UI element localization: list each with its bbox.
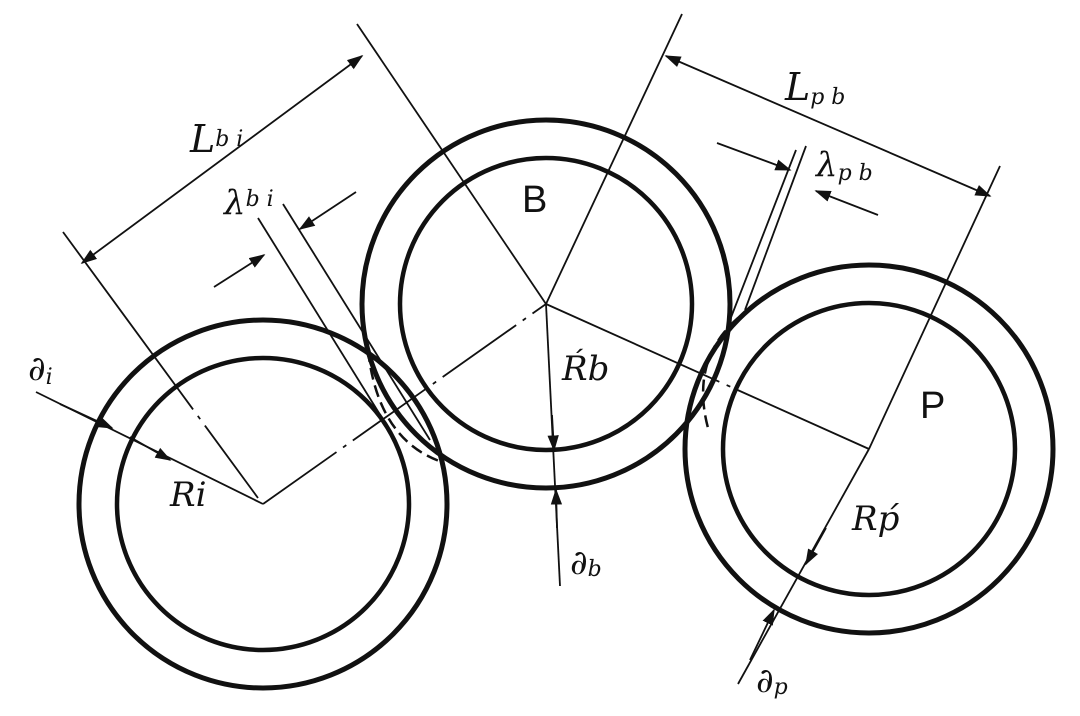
arrow-d-i: [59, 403, 114, 429]
overlap-arc-ib: [366, 349, 443, 464]
circle-p-inner: [720, 300, 1018, 598]
label-r-i: Ri: [169, 475, 206, 515]
label-b: B: [522, 179, 547, 221]
ext-line-b-left: [356, 23, 547, 305]
label-l-pb: Lp b: [784, 65, 845, 110]
ext-line-lpb-1: [729, 149, 797, 321]
arrow-r-i: [129, 436, 172, 461]
dim-line-lambda-bi-left: [213, 254, 266, 288]
center-line-b-p: [545, 303, 870, 450]
dim-line-lambda-pb-left: [716, 142, 792, 171]
dim-line-lpb: [664, 55, 992, 197]
circle-p: [682, 262, 1056, 636]
circle-b: [359, 117, 733, 491]
circle-b-outer: [359, 117, 733, 491]
circle-i-outer: [76, 317, 450, 691]
radius-line-p: [737, 448, 870, 685]
label-d-i: ∂i: [28, 349, 53, 390]
arrow-r-b: [547, 414, 559, 452]
label-d-b: ∂b: [570, 543, 602, 583]
label-l-bi: Lb i: [189, 117, 243, 161]
circle-b-inner: [397, 155, 695, 453]
label-lambda-bi: λb i: [222, 183, 274, 223]
arrow-d-b: [550, 488, 563, 529]
circle-i-inner: [114, 355, 412, 653]
dim-line-lbi: [80, 55, 364, 264]
ext-line-lbi-1: [257, 217, 393, 435]
circle-i: [76, 317, 450, 691]
label-d-p: ∂p: [756, 661, 788, 701]
circle-p-outer: [682, 262, 1056, 636]
label-r-b: Ŕb: [561, 348, 609, 389]
label-lambda-pb: λp b: [814, 145, 873, 186]
dim-line-lambda-pb-right: [814, 190, 879, 216]
ext-line-lbi-2: [282, 203, 431, 441]
overlap-arc-bp: [701, 317, 739, 429]
ext-line-i: [62, 231, 259, 499]
arrow-r-p: [805, 527, 827, 566]
ext-line-b-right: [545, 13, 683, 305]
ext-line-lpb-2: [744, 145, 807, 311]
ext-line-p: [868, 165, 1001, 450]
label-r-p: Rṕ: [851, 499, 900, 539]
dim-line-lambda-bi-right: [298, 191, 357, 230]
arrow-d-p: [749, 608, 775, 661]
label-p: P: [920, 385, 945, 427]
center-line-i-b: [262, 303, 547, 505]
